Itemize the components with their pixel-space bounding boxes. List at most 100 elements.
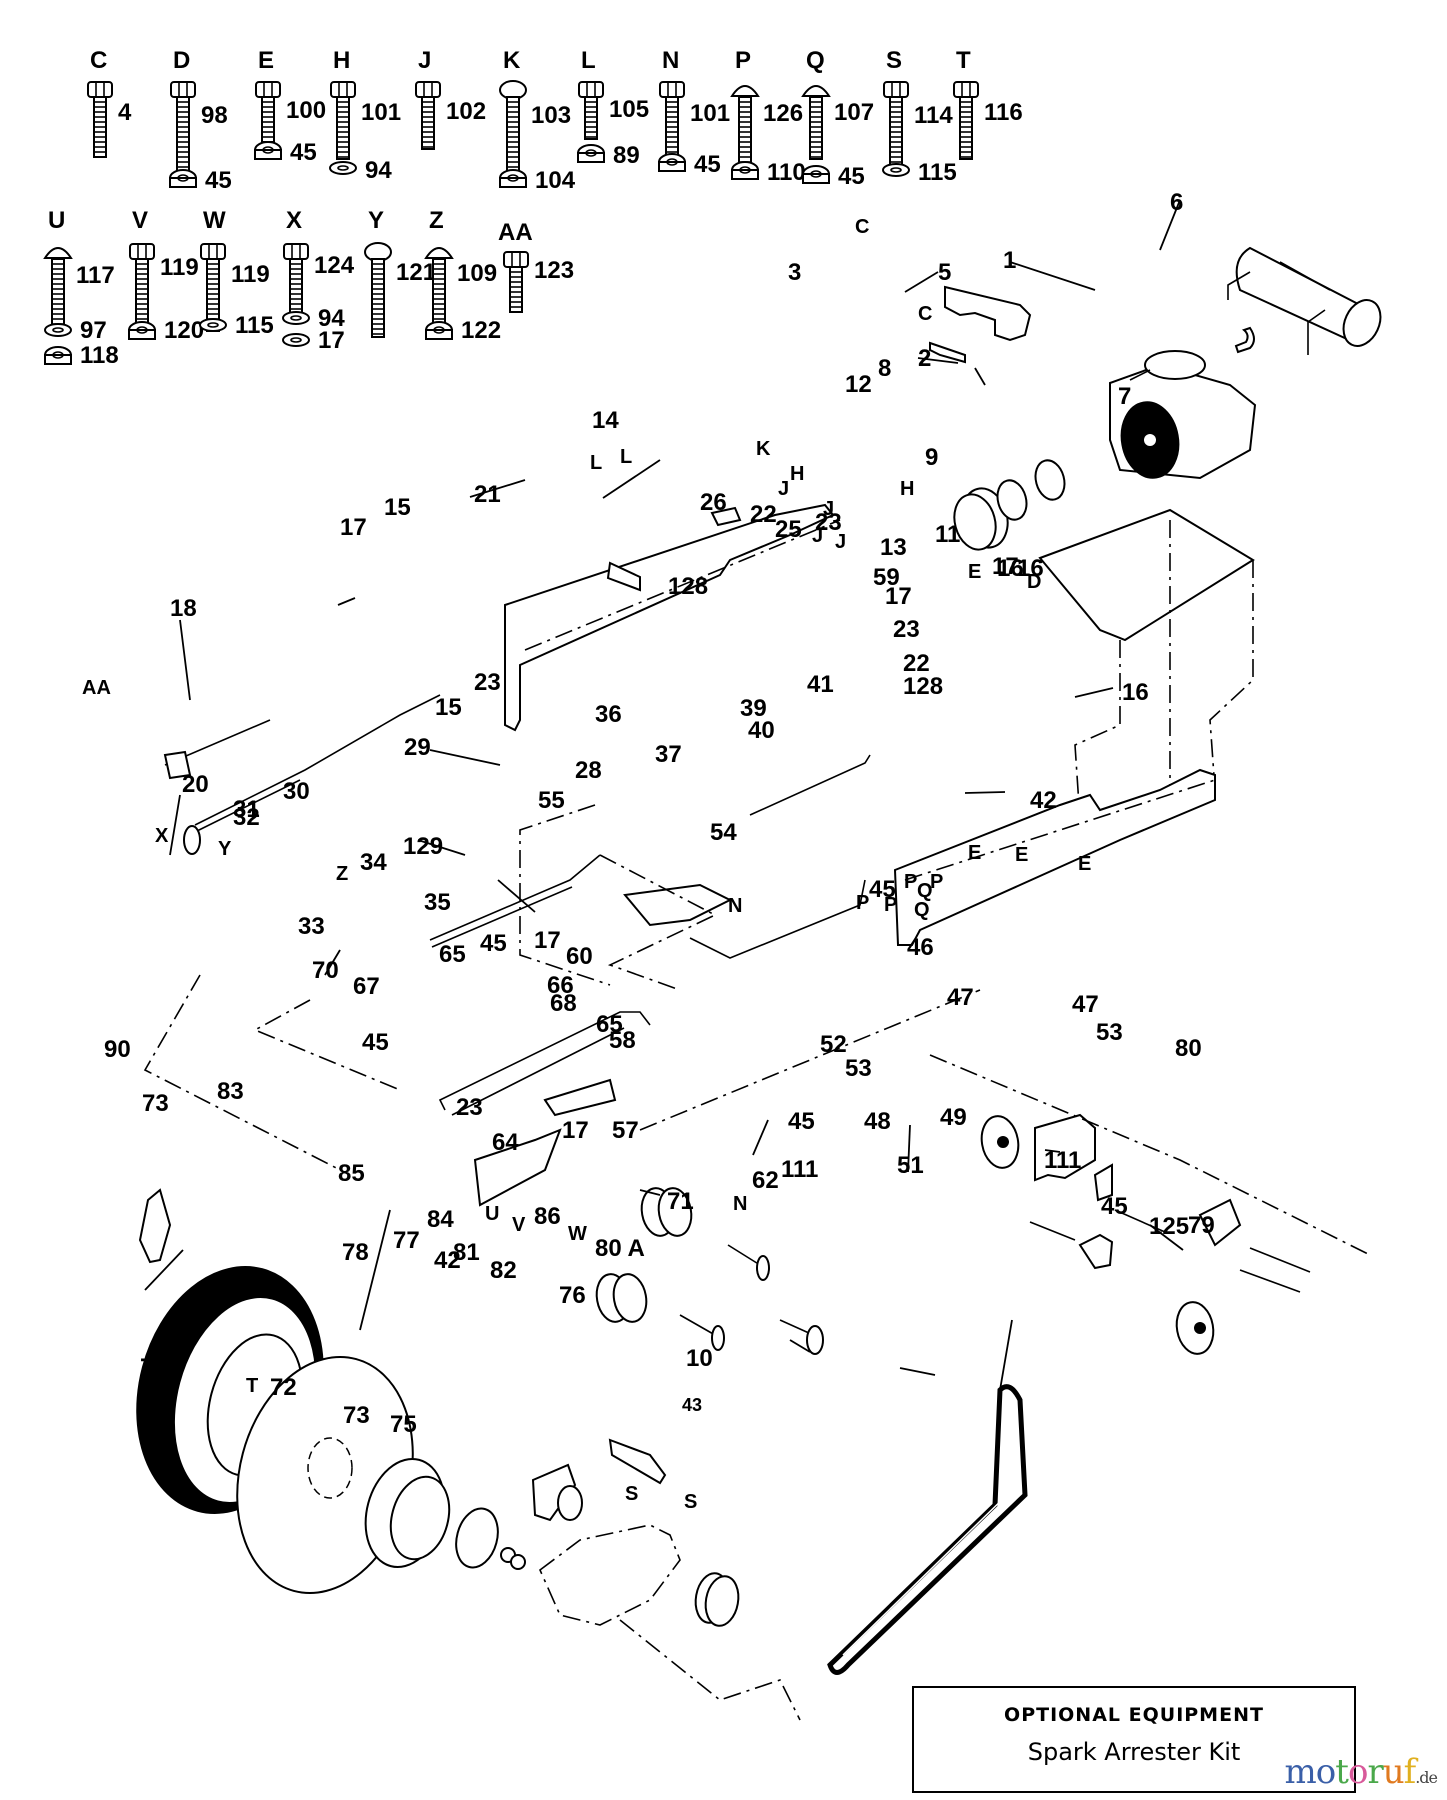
- hardware-part-number: 122: [461, 317, 501, 344]
- bolt-part-number: 102: [446, 98, 486, 125]
- callout-6: 6: [1170, 189, 1183, 216]
- callout-22: 22: [903, 650, 930, 677]
- callout-66: 66: [547, 972, 574, 999]
- callout-41: 41: [807, 671, 834, 698]
- callout-22: 22: [750, 501, 777, 528]
- bolt-part-number: 103: [531, 102, 571, 129]
- bolt-part-number: 105: [609, 96, 649, 123]
- hardware-letter: U: [48, 207, 65, 234]
- callout-128: 128: [903, 673, 943, 700]
- reference-p: P: [884, 894, 897, 916]
- callout-128: 128: [668, 573, 708, 600]
- callout-46: 46: [907, 934, 934, 961]
- hardware-letter: P: [735, 47, 751, 74]
- callout-35: 35: [424, 889, 451, 916]
- handle-grip: [606, 561, 641, 592]
- callout-57: 57: [612, 1117, 639, 1144]
- hardware-letter: H: [333, 47, 350, 74]
- exhaust-tube: [1234, 326, 1255, 354]
- hardware-letter: Q: [806, 47, 825, 74]
- reference-l: L: [620, 446, 632, 468]
- bracket: [944, 285, 1032, 342]
- callout-36: 36: [595, 701, 622, 728]
- reference-v: V: [512, 1214, 526, 1236]
- callout-47: 47: [947, 984, 974, 1011]
- hardware-letter: T: [956, 47, 971, 74]
- callout-42: 42: [1030, 787, 1057, 814]
- callout-62: 62: [752, 1167, 779, 1194]
- callout-45: 45: [480, 930, 507, 957]
- reference-e: E: [1078, 853, 1091, 875]
- callout-58: 58: [609, 1027, 636, 1054]
- callout-20: 20: [182, 771, 209, 798]
- callout-48: 48: [864, 1108, 891, 1135]
- engine-mount-plate: [1038, 508, 1255, 642]
- hardware-letter: C: [90, 47, 107, 74]
- control-rod: [429, 854, 601, 941]
- reference-q: Q: [914, 899, 930, 921]
- hardware-letter: Z: [429, 207, 444, 234]
- reference-h: H: [790, 463, 804, 485]
- hardware-part-number: 94: [318, 305, 345, 332]
- reference-y: Y: [218, 838, 232, 860]
- callout-5: 5: [938, 259, 951, 286]
- hardware-part-number: 45: [838, 163, 865, 190]
- hardware-part-number: 45: [205, 167, 232, 194]
- callout-52: 52: [820, 1031, 847, 1058]
- engine-pulley: [953, 459, 1066, 551]
- reference-s: S: [625, 1483, 638, 1505]
- hardware-part-number: 110: [767, 159, 806, 186]
- callout-17: 17: [340, 514, 367, 541]
- reference-n: N: [728, 895, 742, 917]
- bolt-part-number: 4: [118, 99, 132, 126]
- transaxle: [539, 1524, 681, 1626]
- hardware-part-number: 104: [535, 167, 576, 194]
- reference-j: J: [778, 478, 789, 500]
- hardware-part-number: 118: [80, 342, 119, 369]
- callout-40: 40: [748, 717, 775, 744]
- bolt-part-number: 107: [834, 99, 874, 126]
- callout-23: 23: [893, 616, 920, 643]
- bolt-part-number: 123: [534, 257, 574, 284]
- callout-45: 45: [362, 1029, 389, 1056]
- reference-d: D: [1027, 571, 1041, 593]
- hardware-letter: V: [132, 207, 148, 234]
- watermark-letter: m: [1284, 1752, 1317, 1792]
- hardware-letter: Y: [368, 207, 384, 234]
- callout-45: 45: [1101, 1193, 1128, 1220]
- bolt-part-number: 121: [396, 259, 436, 286]
- hardware-letter: AA: [498, 219, 533, 246]
- hardware-part-number: 94: [365, 157, 392, 184]
- callout-16: 16: [1017, 555, 1044, 582]
- callout-129: 129: [403, 833, 443, 860]
- callout-26: 26: [700, 489, 727, 516]
- callout-49: 49: [940, 1104, 967, 1131]
- reference-aa: AA: [82, 677, 111, 699]
- bolt-part-number: 109: [457, 260, 497, 287]
- callout-81: 81: [453, 1239, 480, 1266]
- hardware-key-row-2: U11797118V119120W119115X1249417Y121Z1091…: [43, 207, 574, 369]
- callout-111: 111: [1044, 1147, 1081, 1174]
- callout-2: 2: [918, 345, 931, 372]
- callout-18: 18: [170, 595, 197, 622]
- callout-9: 9: [925, 444, 938, 471]
- reference-e: E: [1015, 844, 1028, 866]
- watermark-suffix: .de: [1415, 1768, 1438, 1787]
- reference-s: S: [684, 1491, 697, 1513]
- callout-86: 86: [534, 1203, 561, 1230]
- callout-23: 23: [474, 669, 501, 696]
- bolt-part-number: 98: [201, 102, 228, 129]
- idler-arm: [543, 1078, 617, 1117]
- callout-85: 85: [338, 1160, 365, 1187]
